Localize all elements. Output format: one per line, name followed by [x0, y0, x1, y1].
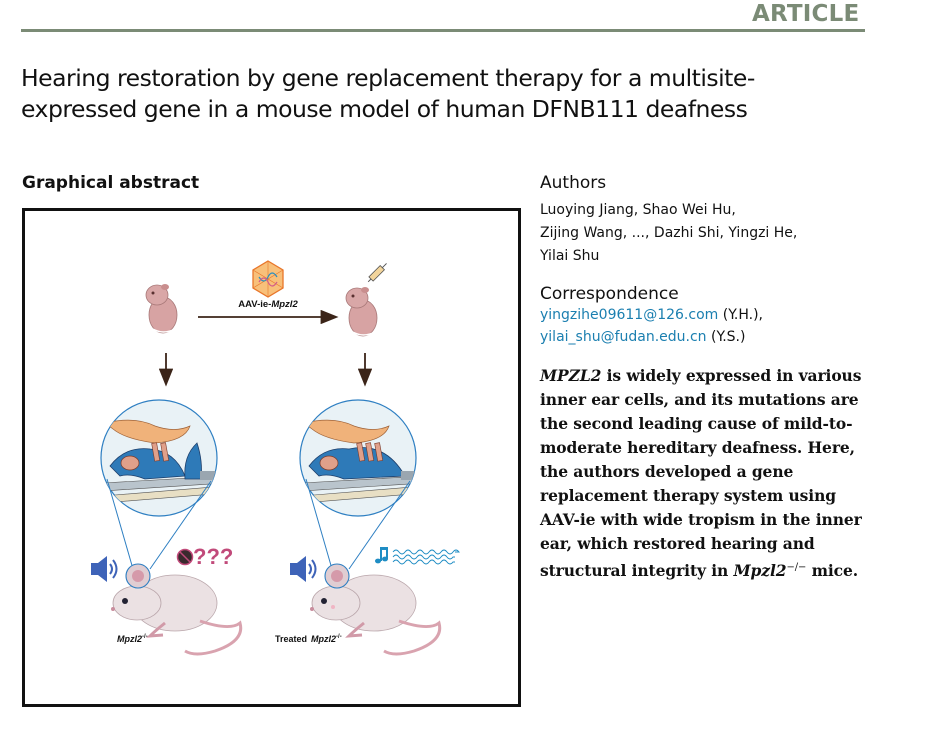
article-type-label: ARTICLE [752, 1, 860, 27]
in-brief-summary: MPZL2 is widely expressed in various inn… [540, 366, 862, 581]
cochlea-detail-untreated [100, 399, 218, 517]
author-line: Luoying Jiang, Shao Wei Hu, [540, 202, 736, 218]
neonatal-mouse-icon [145, 284, 178, 334]
gene-name: MPZL2 [540, 366, 602, 385]
author-list: Luoying Jiang, Shao Wei Hu, Zijing Wang,… [540, 199, 870, 268]
author-line: Zijing Wang, ..., Dazhi Shi, Yingzi He, [540, 225, 798, 241]
graphical-abstract-figure: AAV-ie-Mpzl2 [22, 208, 521, 707]
author-line: Yilai Shu [540, 248, 600, 264]
paper-title: Hearing restoration by gene replacement … [21, 63, 755, 123]
graphical-abstract-svg: AAV-ie-Mpzl2 [91, 260, 460, 656]
email-link[interactable]: yilai_shu@fudan.edu.cn [540, 329, 707, 345]
syringe-icon [367, 263, 387, 283]
vector-label: AAV-ie-Mpzl2 [238, 299, 298, 310]
left-mouse-label: Mpzl2-/- [117, 634, 148, 644]
email-link[interactable]: yingzihe09611@126.com [540, 307, 719, 323]
treated-mouse-illustration [310, 563, 442, 656]
music-note-icon [375, 547, 388, 564]
mouse-gene-name: Mpzl2 [733, 561, 787, 581]
header-rule [21, 29, 865, 32]
aav-capsid-icon [252, 260, 284, 298]
question-marks: ??? [193, 544, 233, 569]
correspondence-heading: Correspondence [540, 284, 679, 304]
deaf-mouse-illustration [111, 563, 243, 656]
author-initials: (Y.S.) [711, 329, 746, 345]
authors-heading: Authors [540, 173, 607, 193]
correspondence-entry: yilai_shu@fudan.edu.cn (Y.S.) [540, 326, 870, 348]
highlights-column: Authors Luoying Jiang, Shao Wei Hu, Ziji… [540, 173, 870, 583]
treated-neonatal-mouse-icon [345, 287, 378, 337]
cochlea-detail-treated [299, 399, 417, 517]
genotype-superscript: −/− [786, 562, 807, 573]
author-initials: (Y.H.), [722, 307, 764, 323]
muted-icon [176, 548, 194, 566]
speaker-icon [91, 556, 118, 582]
correspondence-entry: yingzihe09611@126.com (Y.H.), [540, 304, 870, 326]
sound-wave-icon [392, 549, 460, 565]
graphical-abstract-heading: Graphical abstract [22, 173, 200, 193]
speaker-icon [290, 556, 317, 582]
